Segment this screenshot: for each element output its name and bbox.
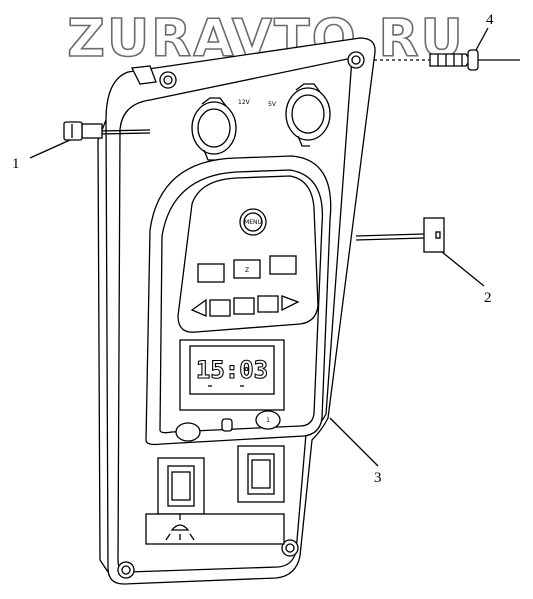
mounting-tab bbox=[131, 65, 157, 85]
socket-5v bbox=[285, 83, 331, 147]
clock-display: 15:03 bbox=[179, 339, 285, 411]
leader-line-3 bbox=[329, 417, 379, 467]
clock-value: 15:03 bbox=[196, 356, 268, 384]
callout-2: 2 bbox=[484, 290, 492, 306]
connector-2 bbox=[355, 217, 445, 253]
callout-1: 1 bbox=[12, 156, 20, 172]
watermark-text: ZURAVTO.RU bbox=[67, 9, 464, 69]
square-button-right[interactable] bbox=[269, 255, 297, 275]
menu-button-label: MENU bbox=[244, 219, 262, 226]
square-button-left[interactable] bbox=[197, 263, 225, 283]
center-led bbox=[221, 418, 233, 432]
oval-button-left[interactable] bbox=[175, 422, 201, 442]
corner-screw-bottom-right bbox=[281, 539, 299, 557]
leader-line-2 bbox=[441, 251, 485, 287]
menu-button[interactable]: MENU bbox=[239, 208, 267, 236]
square-button-middle[interactable]: Z bbox=[233, 259, 261, 279]
lamp-icon bbox=[165, 514, 195, 541]
screw-4 bbox=[374, 49, 520, 71]
arrow-left-button[interactable] bbox=[190, 298, 207, 317]
oval-button-right-label: 1 bbox=[266, 417, 270, 424]
corner-screw-top-right bbox=[347, 51, 365, 69]
square-button-middle-label: Z bbox=[245, 267, 249, 274]
display-housing-bezel bbox=[159, 169, 324, 434]
socket-5v-label: 5V bbox=[268, 101, 277, 108]
button-row-2[interactable] bbox=[233, 297, 255, 315]
callout-3: 3 bbox=[374, 470, 382, 486]
socket-12v-label: 12V bbox=[238, 99, 251, 106]
rocker-switch-right[interactable] bbox=[237, 445, 285, 503]
arrow-right-button[interactable] bbox=[281, 295, 300, 312]
corner-screw-bottom-left bbox=[117, 561, 135, 579]
socket-12v bbox=[191, 97, 237, 161]
oval-button-right[interactable]: 1 bbox=[255, 410, 281, 430]
callout-4: 4 bbox=[486, 12, 494, 28]
control-pod bbox=[177, 175, 319, 333]
button-row-3[interactable] bbox=[257, 295, 279, 313]
leader-line-4 bbox=[475, 27, 489, 51]
button-row-1[interactable] bbox=[209, 299, 231, 317]
connector-1 bbox=[63, 121, 151, 141]
leader-line-1 bbox=[29, 139, 71, 159]
label-plate bbox=[145, 513, 285, 545]
corner-screw-top-left bbox=[159, 71, 177, 89]
rocker-switch-left[interactable] bbox=[157, 457, 205, 515]
